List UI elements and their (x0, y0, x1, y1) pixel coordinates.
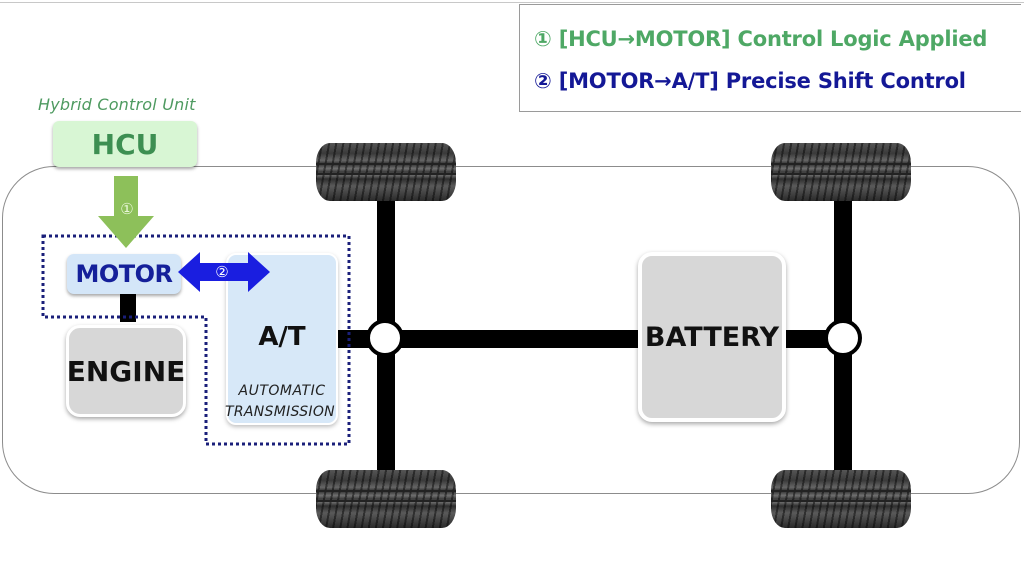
tire-front-left (316, 143, 456, 201)
motor-engine-shaft (120, 294, 136, 322)
tire-rear-left (771, 143, 911, 201)
transmission-subtitle-line1: AUTOMATIC (238, 383, 326, 399)
legend-box: ① [HCU→MOTOR] Control Logic Applied ② [M… (519, 4, 1021, 112)
front-differential-joint (366, 319, 404, 357)
slide-top-border (0, 2, 1024, 3)
legend-item-motor-at: ② [MOTOR→A/T] Precise Shift Control (534, 69, 966, 93)
hcu-caption: Hybrid Control Unit (38, 95, 196, 114)
transmission-subtitle-line2: TRANSMISSION (225, 404, 335, 420)
engine-block: ENGINE (66, 325, 186, 417)
transmission-block (226, 253, 338, 425)
tire-front-right (316, 470, 456, 528)
motor-block: MOTOR (67, 254, 181, 294)
drive-shaft-front (338, 330, 638, 348)
hybrid-module-boundary (41, 234, 351, 446)
rear-differential-joint (824, 319, 862, 357)
battery-block: BATTERY (638, 252, 786, 422)
arrow-hcu-to-motor (98, 176, 154, 248)
transmission-label: A/T (258, 322, 306, 352)
arrow-motor-to-transmission (178, 252, 270, 292)
hcu-block: HCU (53, 121, 197, 167)
arrow-motor-to-transmission-marker: ② (215, 263, 229, 281)
tire-rear-right (771, 470, 911, 528)
arrow-hcu-to-motor-marker: ① (120, 200, 134, 218)
legend-item-hcu-motor: ① [HCU→MOTOR] Control Logic Applied (534, 27, 988, 51)
